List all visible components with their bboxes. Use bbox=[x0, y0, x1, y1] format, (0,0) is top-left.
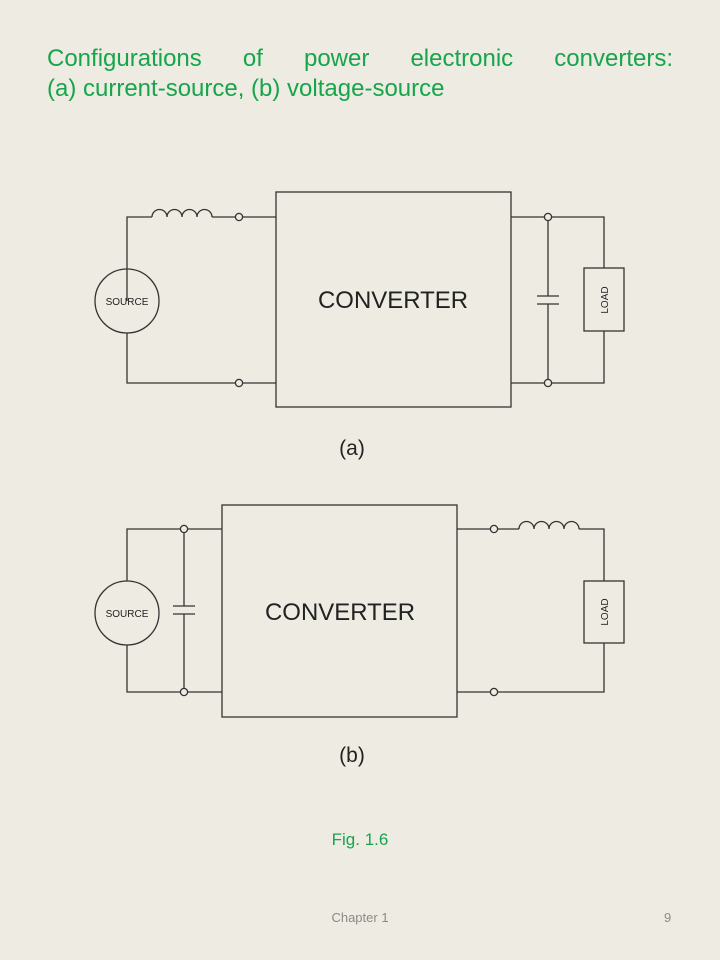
inductor-b bbox=[518, 520, 580, 530]
diagram-b bbox=[94, 504, 625, 718]
converter-label-b: CONVERTER bbox=[265, 599, 415, 626]
terminal-a-in-top bbox=[234, 212, 244, 222]
wire-b-top-left bbox=[126, 528, 180, 581]
footer-chapter: Chapter 1 bbox=[331, 910, 389, 925]
terminal-b-out-bottom bbox=[489, 687, 499, 697]
wire-a-bottom-left bbox=[126, 333, 235, 384]
title-line-1: Configurations of power electronic conve… bbox=[47, 45, 673, 72]
caption-b: (b) bbox=[339, 744, 365, 767]
terminal-b-in-bottom bbox=[179, 687, 189, 697]
converter-box-b bbox=[221, 504, 458, 718]
terminal-b-out-top bbox=[489, 524, 499, 534]
diagram-a bbox=[94, 191, 625, 408]
terminal-b-in-top bbox=[179, 524, 189, 534]
page-number: 9 bbox=[664, 910, 672, 925]
inductor-a bbox=[151, 208, 213, 218]
caption-a: (a) bbox=[339, 437, 365, 460]
figure-caption: Fig. 1.6 bbox=[331, 830, 389, 849]
wire-a-top-left bbox=[126, 216, 152, 301]
title-line-2: (a) current-source, (b) voltage-source bbox=[47, 75, 445, 102]
capacitor-b bbox=[173, 605, 195, 615]
load-label-b: LOAD bbox=[600, 598, 611, 625]
wire-a-load-top bbox=[552, 216, 605, 268]
capacitor-a bbox=[537, 295, 559, 305]
converter-label-a: CONVERTER bbox=[318, 287, 468, 314]
terminal-a-out-bottom bbox=[543, 378, 553, 388]
slide-title: Configurations of power electronic conve… bbox=[47, 44, 673, 104]
wire-a-load-bottom bbox=[552, 331, 605, 384]
source-label-a: SOURCE bbox=[106, 297, 149, 308]
load-box-a bbox=[583, 267, 625, 332]
converter-box-a bbox=[275, 191, 512, 408]
source-circle-b bbox=[94, 580, 160, 646]
wire-b-load-top bbox=[579, 528, 605, 581]
terminal-a-in-bottom bbox=[234, 378, 244, 388]
wire-b-bottom-left bbox=[126, 645, 180, 693]
terminal-a-out-top bbox=[543, 212, 553, 222]
source-label-b: SOURCE bbox=[106, 609, 149, 620]
load-label-a: LOAD bbox=[600, 286, 611, 313]
load-box-b bbox=[583, 580, 625, 644]
wire-b-load-bottom bbox=[498, 643, 605, 693]
source-circle-a bbox=[94, 268, 160, 334]
